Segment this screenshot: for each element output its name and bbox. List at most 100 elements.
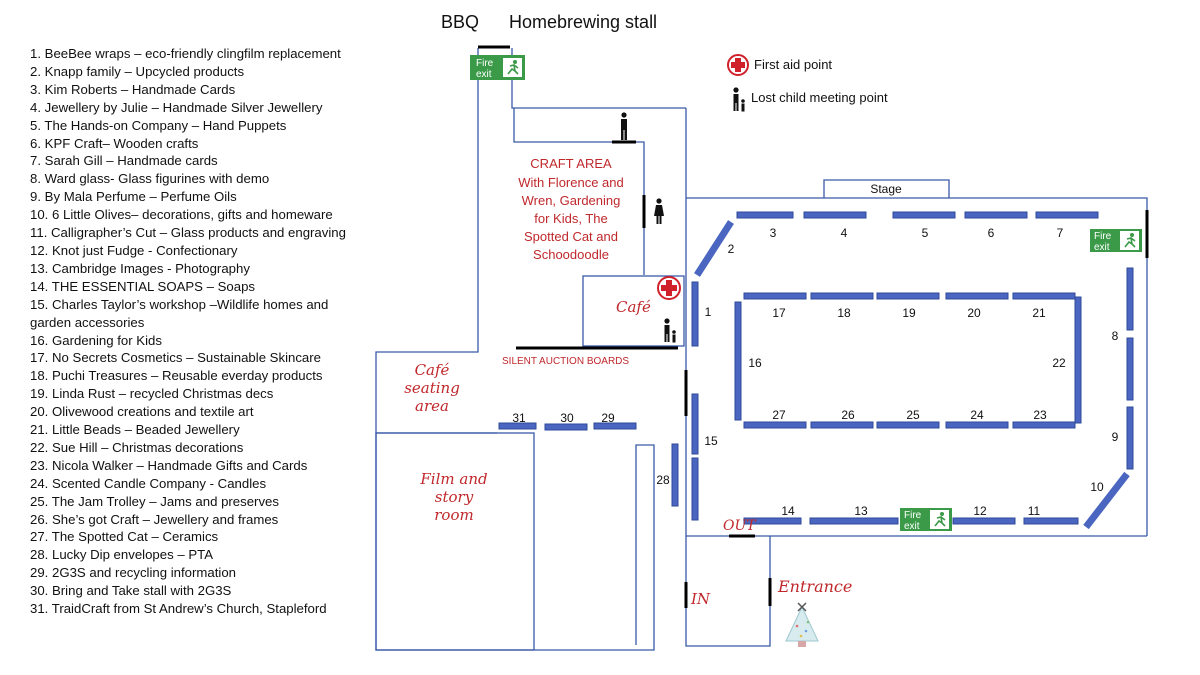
- cafe-seating-line: seating: [404, 379, 460, 397]
- homebrew-label: Homebrewing stall: [509, 12, 658, 32]
- stall-tables: [498, 211, 1134, 530]
- stall-table: [1035, 211, 1099, 219]
- stall-table: [964, 211, 1028, 219]
- stallholder-item: 29. 2G3S and recycling information: [30, 565, 236, 581]
- stall-table: [1012, 421, 1076, 429]
- stall-table: [809, 517, 899, 525]
- film-room-line: room: [434, 506, 473, 524]
- stall-number: 16: [748, 356, 762, 370]
- walls: [375, 48, 1148, 651]
- stall-table: [1126, 337, 1134, 401]
- stall-number: 1: [705, 305, 712, 319]
- stall-number: 21: [1032, 306, 1046, 320]
- stallholder-item: 8. Ward glass- Glass figurines with demo: [30, 171, 270, 187]
- first-aid-legend-label: First aid point: [754, 57, 832, 72]
- stall-number: 12: [973, 504, 987, 518]
- fire-exit-sign-top: Fire exit: [470, 55, 525, 80]
- film-room-line: story: [435, 488, 474, 506]
- stall-table: [743, 517, 802, 525]
- christmas-tree-icon: [785, 602, 819, 647]
- entrance-label: Entrance: [777, 577, 852, 596]
- stall-number: 30: [560, 411, 574, 425]
- stall-number: 17: [772, 306, 786, 320]
- stallholder-item: 10. 6 Little Olives– decorations, gifts …: [30, 207, 333, 223]
- stall-table: [593, 422, 637, 430]
- stall-number: 9: [1112, 430, 1119, 444]
- stall-number: 4: [841, 226, 848, 240]
- stall-table: [810, 292, 874, 300]
- cafe-room-outline: [582, 275, 685, 347]
- stall-table: [1126, 267, 1134, 331]
- stallholder-item: 15. Charles Taylor’s workshop –Wildlife …: [30, 296, 329, 330]
- stallholder-item: 12. Knot just Fudge - Confectionary: [30, 242, 238, 258]
- stallholder-item: 18. Puchi Treasures – Reusable everday p…: [30, 368, 323, 384]
- stallholder-item: 24. Scented Candle Company - Candles: [30, 475, 267, 491]
- cafe-label: Café: [616, 298, 651, 316]
- main-hall-outline: [686, 197, 1148, 536]
- stall-number: 22: [1052, 356, 1066, 370]
- stallholder-item: 22. Sue Hill – Christmas decorations: [30, 439, 244, 455]
- stall-number: 23: [1033, 408, 1047, 422]
- stall-number: 14: [781, 504, 795, 518]
- stall-table: [734, 301, 742, 421]
- stall-table: [671, 443, 679, 507]
- stall-number: 8: [1112, 329, 1119, 343]
- stallholder-item: 2. Knapp family – Upcycled products: [30, 63, 245, 79]
- stall-table: [743, 421, 807, 429]
- stall-number: 18: [837, 306, 851, 320]
- cafe-seating-label: Café seating area: [404, 361, 460, 415]
- stall-number: 19: [902, 306, 916, 320]
- craft-area-line: CRAFT AREA: [530, 156, 612, 171]
- stallholder-item: 19. Linda Rust – recycled Christmas decs: [30, 386, 274, 402]
- out-label: OUT: [723, 518, 757, 534]
- running-man-icon: [930, 510, 949, 529]
- stall-table: [498, 422, 537, 430]
- stallholder-item: 9. By Mala Perfume – Perfume Oils: [30, 189, 237, 205]
- stall-table: [876, 421, 940, 429]
- craft-area-line: Spotted Cat and: [524, 229, 618, 244]
- female-figure-icon: [654, 198, 664, 224]
- stall-number: 26: [841, 408, 855, 422]
- fire-exit-text: Fire: [1094, 231, 1112, 242]
- stall-number: 11: [1028, 504, 1041, 518]
- fire-exit-text: exit: [904, 521, 920, 532]
- stallholder-item: 4. Jewellery by Julie – Handmade Silver …: [30, 99, 323, 115]
- stallholder-item: 27. The Spotted Cat – Ceramics: [30, 529, 219, 545]
- film-room-outline: [375, 432, 535, 651]
- stall-number: 13: [854, 504, 868, 518]
- stall-table: [743, 292, 807, 300]
- stall-number: 6: [988, 226, 995, 240]
- stallholder-item: 25. The Jam Trolley – Jams and preserves: [30, 493, 279, 509]
- stage-outline: [823, 179, 950, 198]
- first-aid-icon: [657, 276, 681, 300]
- stall-number: 3: [770, 226, 777, 240]
- stallholder-item: 6. KPF Craft– Wooden crafts: [30, 135, 199, 151]
- fire-exit-text: Fire: [904, 510, 922, 521]
- stallholder-item: 17. No Secrets Cosmetics – Sustainable S…: [30, 350, 321, 366]
- stallholder-item: 1. BeeBee wraps – eco-friendly clingfilm…: [30, 46, 341, 61]
- stall-table: [694, 220, 734, 277]
- stall-number: 31: [512, 411, 526, 425]
- stallholder-item: 23. Nicola Walker – Handmade Gifts and C…: [30, 457, 308, 473]
- stage-label: Stage: [870, 182, 902, 196]
- lost-child-legend-label: Lost child meeting point: [751, 90, 888, 105]
- lost-child-icon: [733, 87, 745, 112]
- stallholder-item: 31. TraidCraft from St Andrew’s Church, …: [30, 601, 327, 617]
- stall-table: [691, 393, 699, 455]
- stall-number: 29: [601, 411, 615, 425]
- stall-table: [810, 421, 874, 429]
- fire-exit-sign-right: Fire exit: [1090, 229, 1142, 253]
- stall-number: 25: [906, 408, 920, 422]
- stall-table: [691, 457, 699, 521]
- stall-number: 5: [922, 226, 929, 240]
- stallholder-item: 20. Olivewood creations and textile art: [30, 404, 254, 420]
- stallholder-item: 21. Little Beads – Beaded Jewellery: [30, 422, 240, 438]
- stall-table: [952, 517, 1016, 525]
- first-aid-icon: [727, 54, 749, 76]
- cafe-seating-line: area: [415, 397, 449, 415]
- fire-exit-sign-bottom: Fire exit: [900, 508, 952, 532]
- stallholder-item: 30. Bring and Take stall with 2G3S: [30, 583, 232, 599]
- film-room-label: Film and story room: [419, 470, 487, 524]
- stallholder-item: 14. THE ESSENTIAL SOAPS – Soaps: [30, 278, 256, 294]
